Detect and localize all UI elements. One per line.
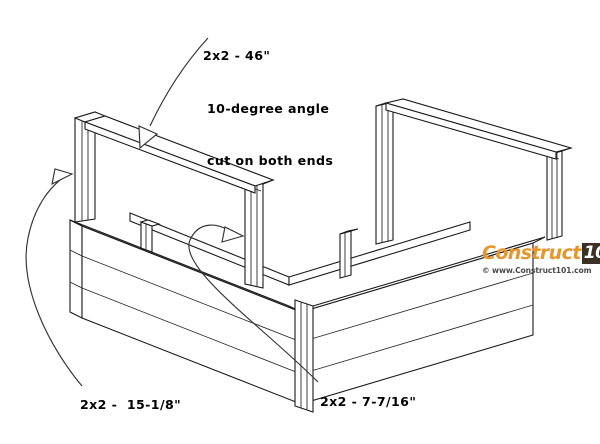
angled-rail-right-underside xyxy=(385,102,557,160)
angled-rail-left-underside xyxy=(84,121,256,194)
posts-group xyxy=(73,98,572,413)
callout-top-line2: 10-degree angle xyxy=(207,100,330,116)
board-seam-left-2 xyxy=(81,287,302,375)
watermark-logo-row: Construct 101 xyxy=(482,242,600,264)
watermark-url: © www.Construct101.com xyxy=(482,266,592,275)
leader-line-top xyxy=(149,37,209,127)
post-back-right-tall xyxy=(546,150,563,241)
callout-left-post: 2x2 - 15-1/8" 10-degree angle cut on top xyxy=(80,361,206,444)
angled-rail-right xyxy=(383,98,574,153)
watermark-brand-suffix: 101 xyxy=(581,243,600,264)
leader-arrowhead-bottom-left xyxy=(51,168,74,186)
board-seam-left-1 xyxy=(81,255,302,343)
leader-line-bottom-right xyxy=(188,224,319,383)
callout-top-line3: cut on both ends xyxy=(207,153,334,168)
box-back-rail-right xyxy=(288,221,471,286)
box-left-end-panel xyxy=(69,219,83,319)
callout-right-line1: 2x2 - 7-7/16" xyxy=(320,394,417,409)
watermark-brand-text: Construct xyxy=(482,242,581,264)
board-seam-end-1 xyxy=(69,249,83,257)
post-stub-left-cap xyxy=(139,219,161,227)
board-seam-right-1 xyxy=(300,272,534,343)
leader-arrowhead-bottom-right xyxy=(221,226,245,243)
post-stub-right xyxy=(339,230,352,279)
leader-line-bottom-left xyxy=(25,179,83,387)
callout-left-line1: 2x2 - 15-1/8" xyxy=(80,397,182,412)
post-stub-right-cap xyxy=(339,228,359,235)
leader-lines-group xyxy=(25,37,319,387)
callout-right-post: 2x2 - 7-7/16" 10-degree angle cut on top xyxy=(320,358,446,444)
post-front-corner xyxy=(294,299,314,413)
watermark-construct101: Construct 101 © www.Construct101.com xyxy=(482,242,600,275)
post-stub-left xyxy=(140,221,153,253)
callout-top-rail: 2x2 - 46" 10-degree angle cut on both en… xyxy=(203,12,333,205)
angled-rails-group xyxy=(83,98,574,194)
board-seam-end-2 xyxy=(69,281,83,289)
callout-top-line1: 2x2 - 46" xyxy=(203,48,271,63)
post-mid-right-tall xyxy=(375,101,394,245)
board-seam-right-2 xyxy=(300,304,534,375)
leader-arrowhead-top xyxy=(138,125,159,150)
